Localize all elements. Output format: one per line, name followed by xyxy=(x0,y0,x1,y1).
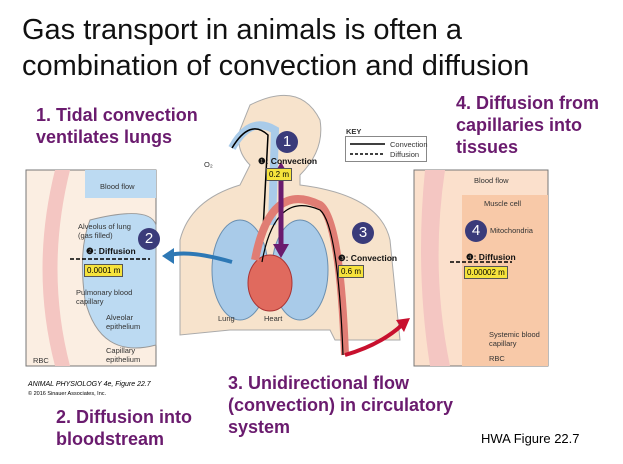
o2-label: O₂ xyxy=(204,160,213,169)
badge-1: 1 xyxy=(276,131,298,153)
convection-1-label: ❶: Convection xyxy=(258,156,318,166)
alveolus-label: Alveolus of lung (gas filled) xyxy=(78,222,131,240)
key-diffusion: Diffusion xyxy=(390,150,420,159)
diffusion-2-label: ❷: Diffusion xyxy=(86,246,136,256)
key-title: KEY xyxy=(346,127,362,136)
step-4-heading: 4. Diffusion from capillaries into tissu… xyxy=(456,93,599,157)
distance-3: 0.6 m xyxy=(338,265,365,278)
step-2-heading: 2. Diffusion into bloodstream xyxy=(56,407,192,449)
badge-4: 4 xyxy=(465,220,487,242)
credit-line2: © 2016 Sinauer Associates, Inc. xyxy=(28,391,107,397)
step-3-heading: 3. Unidirectional flow (convection) in c… xyxy=(228,373,454,437)
badge-2: 2 xyxy=(138,228,160,250)
diffusion-arrow-right xyxy=(344,323,404,357)
left-blood-flow: Blood flow xyxy=(100,182,135,191)
lung-label: Lung xyxy=(218,314,235,323)
muscle-cell-label: Muscle cell xyxy=(484,199,522,208)
distance-4: 0.00002 m xyxy=(464,266,508,279)
left-rbc-label: RBC xyxy=(33,356,49,365)
distance-2: 0.0001 m xyxy=(84,264,124,277)
step-1-heading: 1. Tidal convection ventilates lungs xyxy=(36,105,198,147)
alveolar-epithelium-label: Alveolar epithelium xyxy=(106,313,141,331)
right-blood-flow: Blood flow xyxy=(474,176,509,185)
slide-title: Gas transport in animals is often a comb… xyxy=(22,14,530,82)
right-rbc-label: RBC xyxy=(489,354,505,363)
mitochondria-label: Mitochondria xyxy=(490,226,533,235)
distance-1: 0.2 m xyxy=(266,168,293,181)
legend-key: KEY Convection Diffusion xyxy=(345,127,428,162)
key-convection: Convection xyxy=(390,140,428,149)
pulmonary-capillary-label: Pulmonary blood capillary xyxy=(76,288,133,306)
vessel xyxy=(251,195,349,356)
heart-label: Heart xyxy=(264,314,283,323)
convection-3-label: ❸: Convection xyxy=(338,253,398,263)
diffusion-4-label: ❹: Diffusion xyxy=(466,252,516,262)
credit-line1: ANIMAL PHYSIOLOGY 4e, Figure 22.7 xyxy=(28,381,151,388)
badge-3: 3 xyxy=(352,222,374,244)
capillary-epithelium-label: Capillary epithelium xyxy=(106,346,141,364)
heart xyxy=(247,254,293,312)
systemic-capillary-label: Systemic blood capillary xyxy=(489,330,540,348)
figure-label: HWA Figure 22.7 xyxy=(481,431,580,446)
